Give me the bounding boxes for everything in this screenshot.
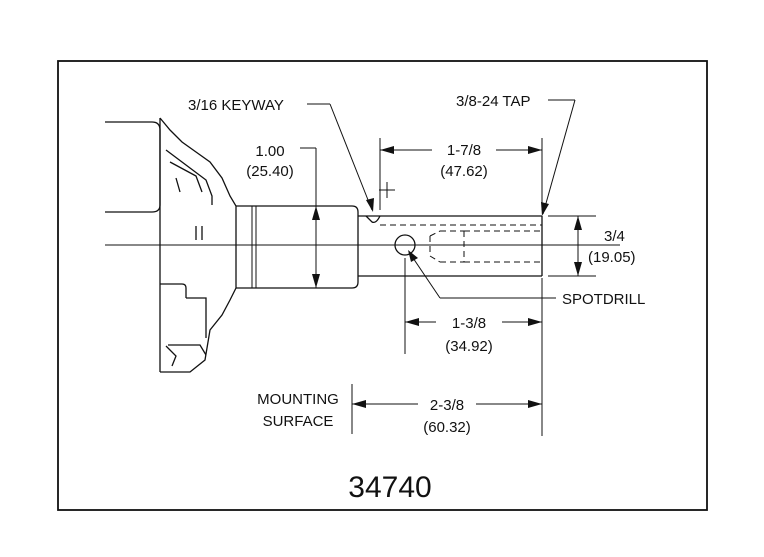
mounting-label-line1: MOUNTING <box>257 391 339 408</box>
part-number: 34740 <box>348 471 431 504</box>
dim-spotdrill-position <box>404 258 543 436</box>
spot-pos-inch: 1-3/8 <box>452 315 486 332</box>
spotdrill-leader <box>408 250 556 299</box>
spot-pos-mm: (34.92) <box>445 338 493 355</box>
dim-end-diameter <box>548 215 596 277</box>
keyway-len-inch: 1-7/8 <box>447 142 481 159</box>
end-dia-mm: (19.05) <box>588 249 636 266</box>
tap-label: 3/8-24 TAP <box>456 93 531 110</box>
dim-shaft-diameter <box>300 147 320 288</box>
plus-mark <box>379 182 395 198</box>
shaft-body <box>236 205 543 289</box>
overall-mm: (60.32) <box>423 419 471 436</box>
overall-inch: 2-3/8 <box>430 397 464 414</box>
mounting-label-line2: SURFACE <box>263 413 334 430</box>
keyway-label: 3/16 KEYWAY <box>188 97 284 114</box>
tap-leader <box>541 99 576 216</box>
keyway-leader <box>307 103 374 212</box>
shaft-dia-mm: (25.40) <box>246 163 294 180</box>
drawing-frame <box>57 60 708 511</box>
keyway-len-mm: (47.62) <box>440 163 488 180</box>
spotdrill-label: SPOTDRILL <box>562 291 645 308</box>
dim-keyway-length <box>379 138 543 210</box>
dim-overall-length <box>351 384 542 434</box>
shaft-dia-inch: 1.00 <box>255 143 284 160</box>
end-dia-inch: 3/4 <box>604 228 625 245</box>
